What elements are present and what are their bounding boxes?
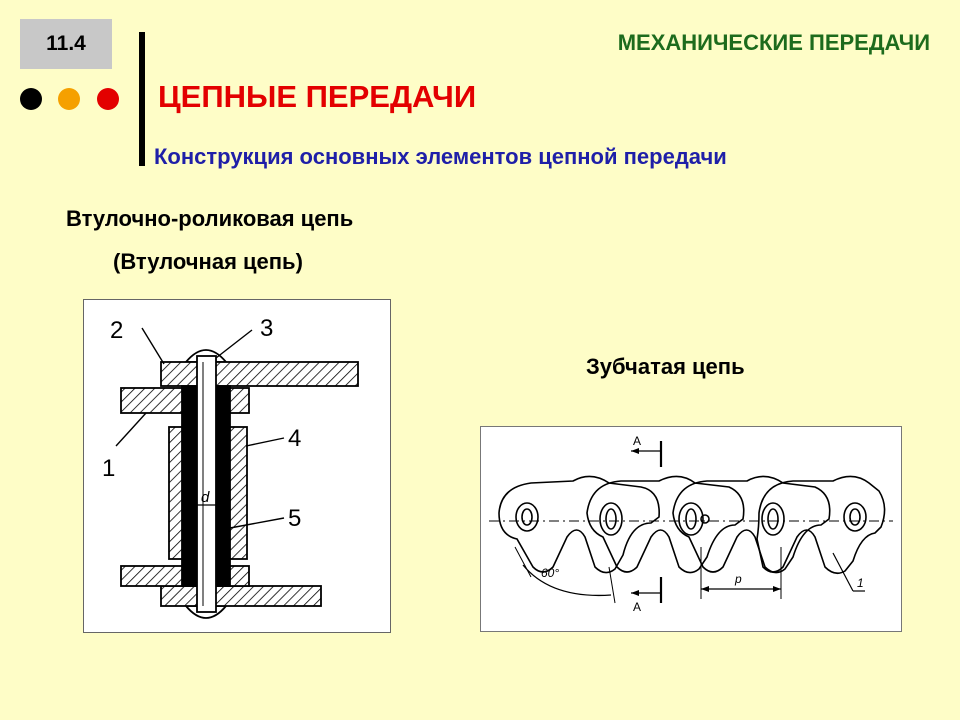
dot-red (97, 88, 119, 110)
dot-orange (58, 88, 80, 110)
toothed-chain-caption: Зубчатая цепь (586, 354, 745, 379)
section-a-bottom: A (633, 600, 641, 614)
chain-plate-4 (756, 475, 886, 575)
outer-plate-bottom (160, 585, 322, 607)
pin-hole-2 (599, 502, 623, 536)
label-2: 2 (110, 317, 123, 344)
label-3: 3 (260, 315, 273, 342)
pin-hole-1 (515, 502, 539, 532)
chain-plate-2 (586, 475, 745, 574)
section-title: ЦЕПНЫЕ ПЕРЕДАЧИ (158, 79, 477, 114)
pin (196, 355, 217, 613)
angle-label: 60° (541, 566, 559, 580)
slide-number: 11.4 (46, 32, 86, 55)
pin-hole-3 (678, 502, 704, 536)
pitch-label: p (734, 572, 742, 586)
label-5: 5 (288, 505, 301, 532)
subtitle: Конструкция основных элементов цепной пе… (154, 144, 727, 169)
section-a-top: A (633, 434, 641, 448)
bushing-chain-caption: (Втулочная цепь) (113, 249, 303, 274)
bushing-roller-chain-caption: Втулочно-роликовая цепь (66, 206, 354, 231)
dot-black (20, 88, 42, 110)
diameter-label: d (201, 489, 210, 506)
pin-hole-5 (843, 502, 867, 532)
pin-hole-4 (761, 502, 785, 536)
outer-plate-top (160, 361, 359, 387)
chain-plate-1 (498, 475, 660, 574)
slide-number-badge: 11.4 (20, 19, 112, 69)
label-4: 4 (288, 425, 301, 452)
part-label: 1 (857, 576, 864, 590)
label-1: 1 (102, 455, 115, 482)
vertical-divider (139, 32, 145, 166)
header-title: МЕХАНИЧЕСКИЕ ПЕРЕДАЧИ (617, 30, 930, 55)
toothed-chain-diagram: A A 60° p 1 (480, 426, 902, 632)
chain-plate-3 (672, 475, 831, 574)
roller-chain-diagram: d 2 3 1 4 5 (83, 299, 391, 633)
